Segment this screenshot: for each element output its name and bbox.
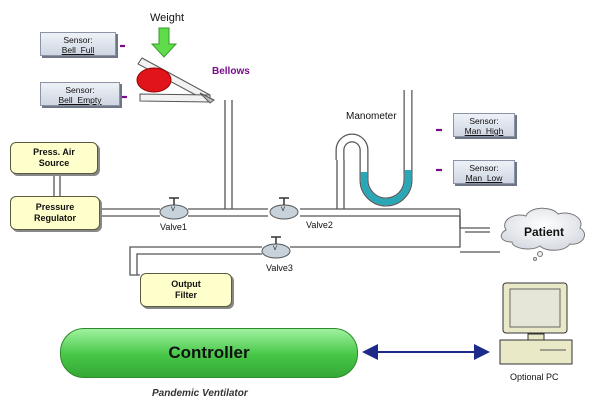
diagram-caption: Pandemic Ventilator <box>152 388 248 399</box>
sensor-value: Man_Low <box>465 173 503 183</box>
regulator-line1: Pressure <box>35 202 75 212</box>
manometer-tube <box>335 90 413 207</box>
sensor-title: Sensor: <box>65 85 95 95</box>
sensor-title: Sensor: <box>469 116 499 126</box>
bellows-ball <box>136 67 172 93</box>
bellows <box>136 57 215 104</box>
weight-label: Weight <box>150 12 185 24</box>
pipes <box>53 100 500 276</box>
sensor-value: Bell_Empty <box>58 95 102 105</box>
weight-arrow <box>150 27 178 58</box>
sensor-value: Bell_Full <box>61 45 95 55</box>
computer-icon <box>499 282 573 365</box>
bellows-label: Bellows <box>212 66 250 77</box>
valve1[interactable] <box>159 197 189 220</box>
regulator-line2: Regulator <box>33 213 76 223</box>
sensor-ticks <box>120 44 442 172</box>
valve3[interactable] <box>261 236 291 259</box>
patient-label: Patient <box>524 225 565 239</box>
valve2[interactable] <box>269 197 299 220</box>
filter-line2: Filter <box>174 290 197 300</box>
sensor-bell-empty: Sensor: Bell_Empty <box>40 82 120 106</box>
sensor-title: Sensor: <box>469 163 499 173</box>
controller-box: Controller <box>60 328 358 378</box>
valve2-symbol: V <box>281 207 286 213</box>
patient-cloud <box>500 207 585 261</box>
air-source-line1: Press. Air <box>33 147 75 157</box>
sensor-bell-full: Sensor: Bell_Full <box>40 32 116 56</box>
air-source-box: Press. Air Source <box>10 142 98 174</box>
valve2-label: Valve2 <box>306 220 333 230</box>
sensor-title: Sensor: <box>63 35 93 45</box>
valve1-label: Valve1 <box>160 222 187 232</box>
output-filter-box: Output Filter <box>140 273 232 307</box>
sensor-value: Man_High <box>464 126 504 136</box>
manometer-fluid <box>360 170 412 206</box>
sensor-man-high: Sensor: Man_High <box>453 113 515 137</box>
air-source-line2: Source <box>38 158 70 168</box>
pressure-regulator-box: Pressure Regulator <box>10 196 100 230</box>
valve3-label: Valve3 <box>266 263 293 273</box>
optional-pc-label: Optional PC <box>510 372 559 382</box>
valve1-symbol: V <box>171 207 176 213</box>
sensor-man-low: Sensor: Man_Low <box>453 160 515 184</box>
manometer-label: Manometer <box>346 111 397 122</box>
valve3-symbol: V <box>273 246 278 252</box>
filter-line1: Output <box>171 279 201 289</box>
